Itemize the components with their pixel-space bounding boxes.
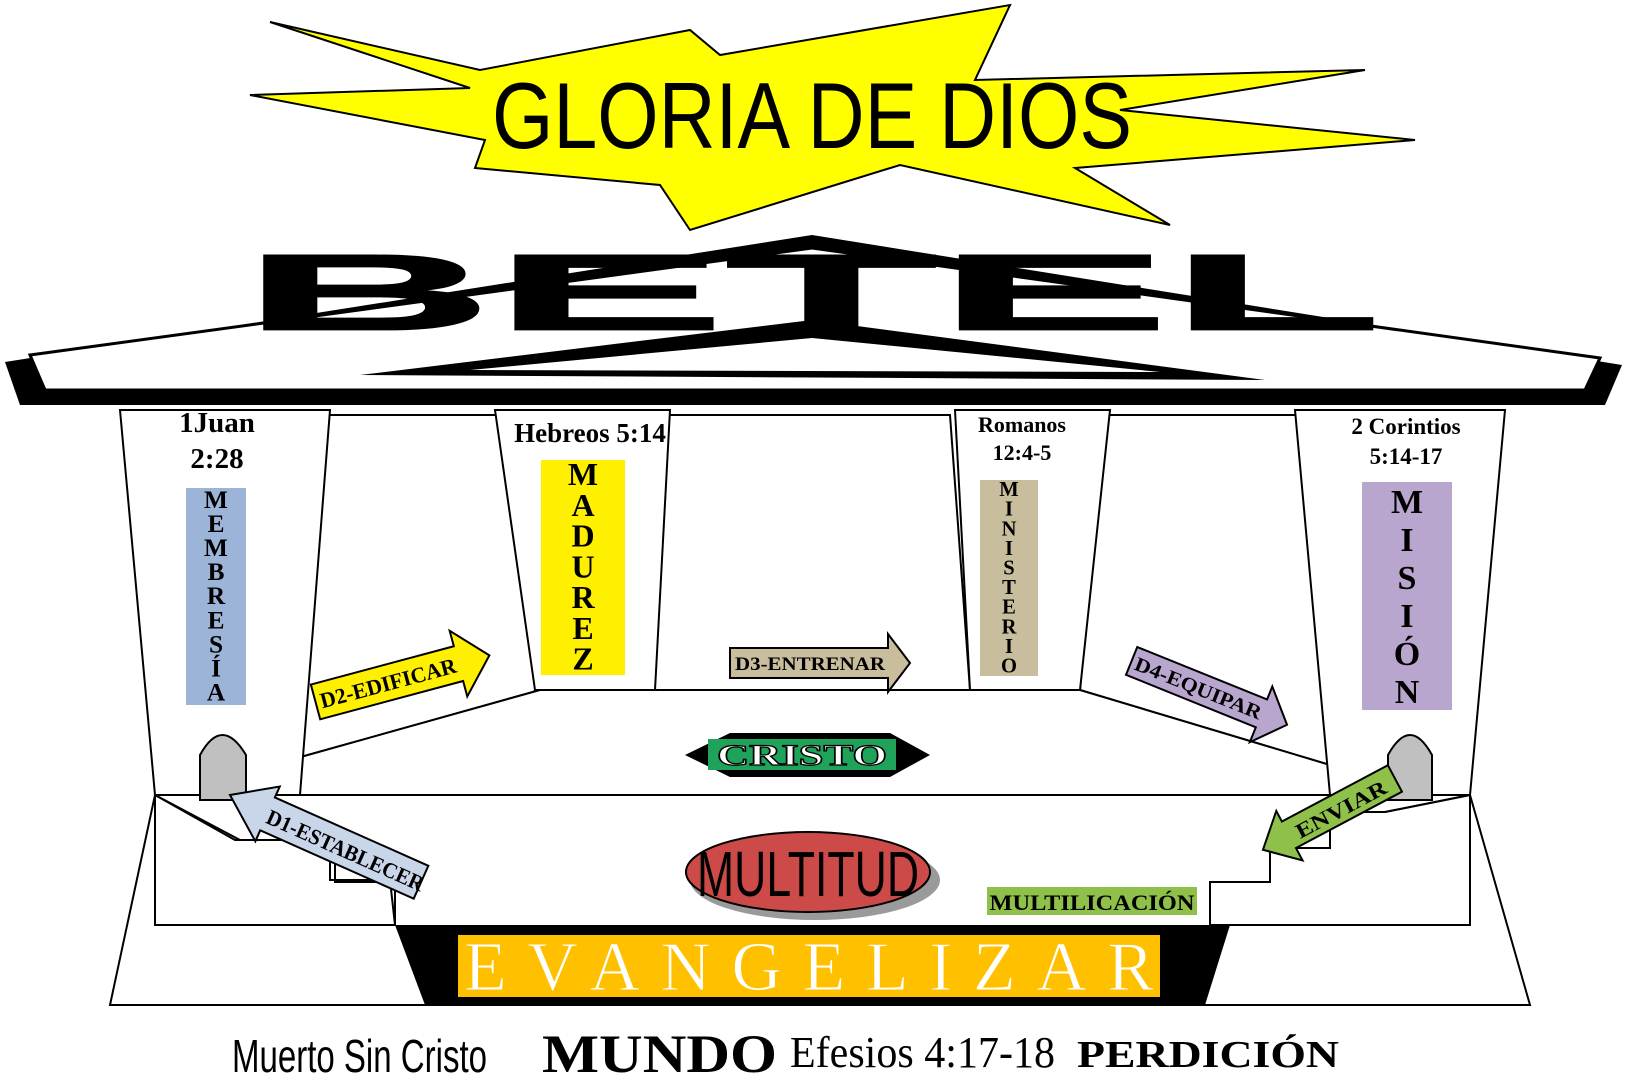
column-3-word-letter: I <box>1005 636 1013 658</box>
column-3-word-letter: T <box>1002 577 1016 599</box>
multitud-oval <box>685 831 931 913</box>
column-4-word-letter: S <box>1398 560 1417 597</box>
stairs-right-edge <box>1209 794 1471 925</box>
door-right <box>1387 734 1433 801</box>
column-3-word-letter: N <box>1002 518 1017 540</box>
column-4-word-letter: I <box>1400 598 1413 635</box>
cristo-label: CRISTO <box>717 739 887 772</box>
roof-face <box>27 246 1603 392</box>
multitud-label: MULTITUD <box>697 838 919 910</box>
column-1-word-letter: M <box>204 486 228 514</box>
door-left <box>199 734 247 801</box>
column-1-word-letter: S <box>209 630 223 658</box>
column-4-word-box <box>1362 482 1452 710</box>
column-2-word-box <box>541 460 625 675</box>
roof-label: BETEL <box>242 231 1382 352</box>
column-2-word-letter: D <box>571 518 594 554</box>
column-4-word-letter: N <box>1395 674 1420 711</box>
cristo-box <box>708 739 896 770</box>
footer-muerto: Muerto Sin Cristo <box>232 1030 487 1075</box>
footer-reference: Efesios 4:17-18 <box>790 1028 1055 1075</box>
starburst-shape <box>249 3 1416 232</box>
multiplicacion-label: MULTILICACIÓN <box>990 890 1195 915</box>
column-2-reference: Hebreos 5:14 <box>514 418 666 448</box>
arrow-d3: D3-ENTRENAR <box>729 631 912 695</box>
evangelizar-box <box>458 935 1160 997</box>
column-1-word-letter: E <box>208 606 225 634</box>
column-3-word-letter: M <box>999 479 1018 501</box>
evangelizar-label: EVANGELIZAR <box>464 929 1154 1006</box>
arrow-d4-shape <box>1124 645 1289 745</box>
column-1-reference: 2:28 <box>190 443 243 475</box>
column-2-word-letter: M <box>568 456 598 492</box>
column-1-word-letter: Í <box>211 655 221 683</box>
column-2-word-letter: Z <box>572 640 593 676</box>
column-4-reference: 5:14-17 <box>1370 444 1443 469</box>
column-4-reference: 2 Corintios <box>1351 414 1460 439</box>
column-1-word-letter: B <box>208 558 225 586</box>
column-3-word-letter: I <box>1005 499 1013 521</box>
gloria-burst: GLORIA DE DIOS <box>249 3 1416 232</box>
column-1-word-letter: R <box>207 582 226 610</box>
column-1-word-letter: M <box>204 534 228 562</box>
arrow-d3-label: D3-ENTRENAR <box>735 654 885 675</box>
column-2-word-letter: A <box>571 487 594 523</box>
arrow-d1-shape <box>228 785 430 901</box>
multiplicacion-tag: MULTILICACIÓN <box>987 887 1197 915</box>
column-3-reference: 12:4-5 <box>993 440 1052 465</box>
column-4-word-letter: Ó <box>1394 635 1420 673</box>
arrow-d2-shape <box>309 628 491 721</box>
column-1-word-letter: E <box>208 510 225 538</box>
arrow-d3-shape <box>729 631 912 695</box>
title-text: GLORIA DE DIOS <box>492 63 1132 168</box>
column-4-word-letter: I <box>1400 522 1413 559</box>
column-2-word-letter: E <box>572 610 593 646</box>
column-1-reference: 1Juan <box>179 407 255 439</box>
column-1-word-box <box>186 488 246 705</box>
arrow-enviar-shape <box>1261 763 1404 862</box>
column-2-word-letter: R <box>571 579 595 615</box>
roof: BETEL <box>5 231 1622 405</box>
multitud-emblem: MULTITUD <box>685 831 940 920</box>
column-3-word-letter: R <box>1002 616 1018 638</box>
footer: Muerto Sin Cristo MUNDO Efesios 4:17-18 … <box>232 1024 1339 1075</box>
column-3-word-letter: O <box>1001 655 1017 677</box>
column-2-word-letter: U <box>571 548 594 584</box>
column-3-word-letter: E <box>1002 597 1016 619</box>
column-3-word-letter: S <box>1003 557 1014 579</box>
column-3-word-letter: I <box>1005 538 1013 560</box>
column-3-word-box <box>980 480 1038 676</box>
inner-pediment-white <box>470 338 1160 372</box>
column-3-reference: Romanos <box>978 412 1066 437</box>
column-1-word-letter: A <box>207 679 226 707</box>
column-4-word-letter: M <box>1391 484 1423 521</box>
cristo-emblem: CRISTO <box>685 733 930 777</box>
evangelizar-banner: EVANGELIZAR <box>395 925 1230 1007</box>
footer-mundo: MUNDO <box>542 1024 777 1075</box>
multiplicacion-box <box>987 887 1197 915</box>
footer-perdicion: PERDICIÓN <box>1077 1034 1339 1075</box>
